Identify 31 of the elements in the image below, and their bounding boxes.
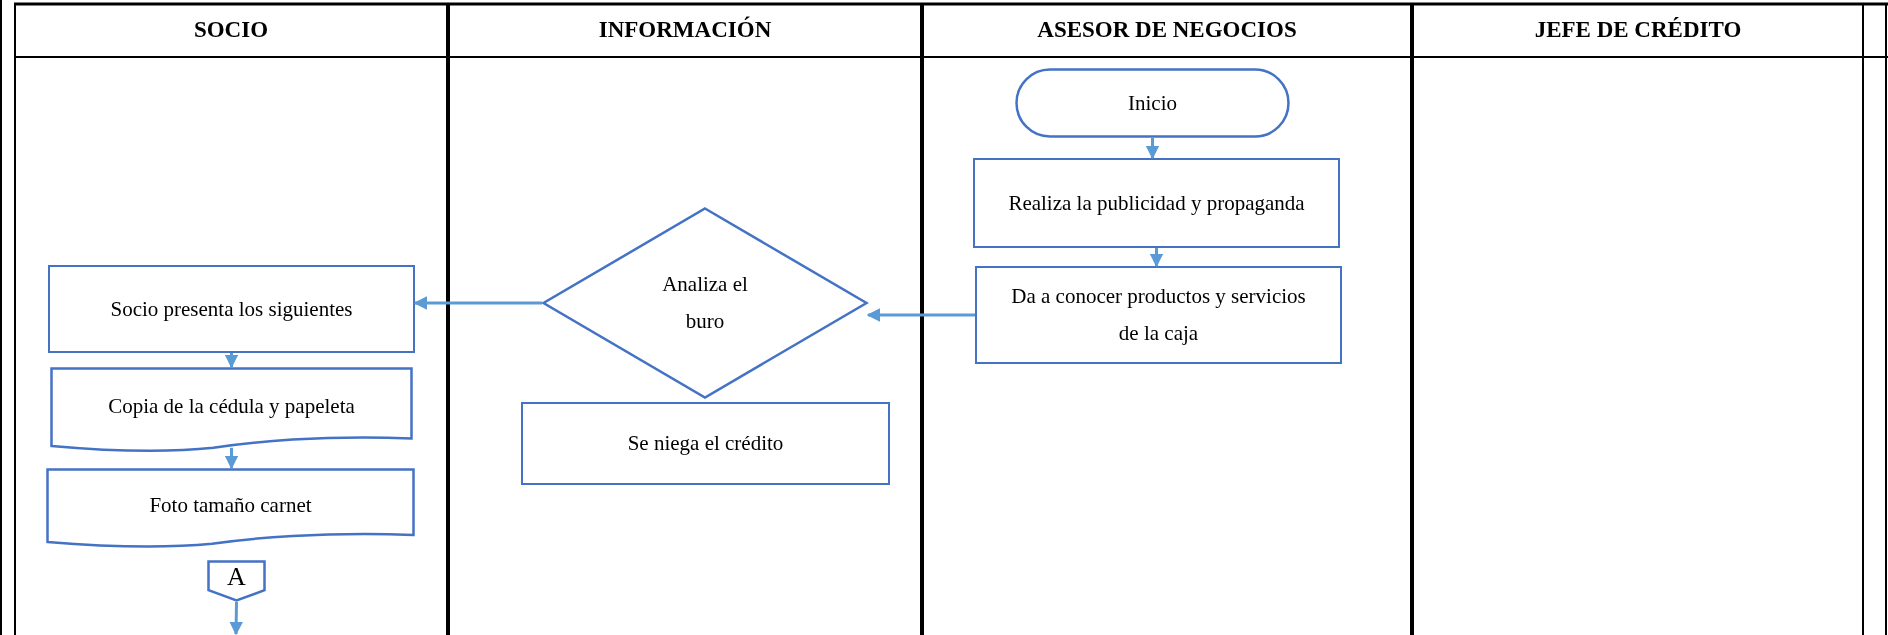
lane-header: INFORMACIÓN: [598, 17, 772, 43]
node-text: A: [227, 564, 246, 590]
arrow: [224, 447, 239, 470]
arrow: [1149, 248, 1164, 268]
arrow: [866, 308, 975, 322]
node-text: Realiza la publicidad y propaganda: [1008, 189, 1305, 217]
process-box: [975, 266, 1342, 364]
node-text: Analiza el buro: [661, 271, 749, 335]
arrow: [224, 353, 239, 369]
node-text: Inicio: [1128, 89, 1177, 117]
swimlane: [922, 4, 1412, 635]
lane-header: SOCIO: [193, 17, 269, 43]
off-page-connector: [207, 560, 266, 602]
swimlane: [1412, 4, 1864, 635]
swimlane: [448, 4, 922, 635]
arrow: [229, 601, 243, 635]
node-text: Copia de la cédula y papeleta: [108, 392, 355, 420]
lane-header: ASESOR DE NEGOCIOS: [1037, 17, 1297, 43]
node-text: Socio presenta los siguientes: [110, 295, 353, 323]
node-text: Foto tamaño carnet: [149, 492, 312, 520]
decision-diamond: [542, 207, 868, 399]
process-box: [973, 158, 1340, 248]
arrow: [413, 296, 542, 310]
node-text: Da a conocer productos y servicios de la caja: [1010, 283, 1307, 347]
node-text: Se niega el crédito: [627, 430, 784, 458]
lane-header: JEFE DE CRÉDITO: [1534, 17, 1742, 43]
process-box: [48, 265, 415, 353]
arrow: [1145, 138, 1160, 160]
start-terminal: [1015, 68, 1290, 138]
process-box: [521, 402, 890, 485]
swimlane: [14, 4, 448, 635]
